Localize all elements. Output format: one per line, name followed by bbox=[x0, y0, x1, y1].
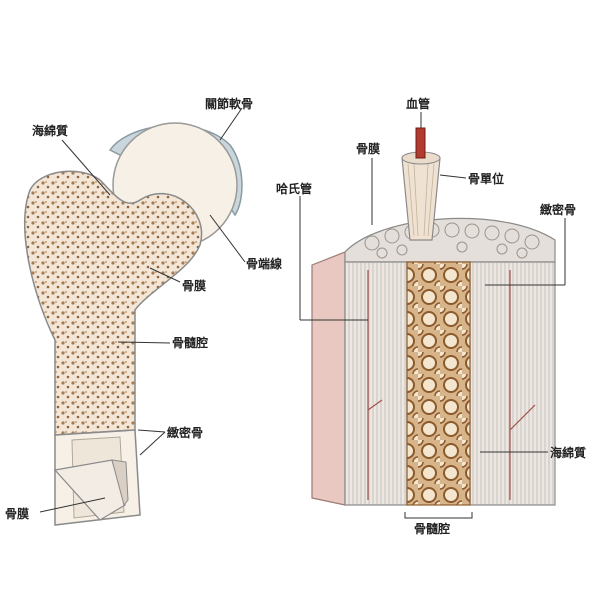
label-haversian-canal: 哈氏管 bbox=[276, 181, 312, 196]
periosteum-flap bbox=[53, 459, 126, 521]
label-compact-bone-right: 緻密骨 bbox=[540, 202, 576, 217]
femur-body-shape bbox=[24, 170, 203, 436]
section-spongy-core bbox=[406, 261, 471, 506]
right-labels: 血管 骨膜 骨單位 哈氏管 緻密骨 海綿質 骨髓腔 bbox=[276, 96, 586, 536]
femur-drawing bbox=[24, 122, 243, 526]
label-compact-bone-left: 緻密骨 bbox=[167, 425, 203, 440]
section-cortex-left bbox=[344, 261, 408, 506]
label-periosteum-right: 骨膜 bbox=[356, 141, 380, 156]
label-marrow-cavity: 骨髓腔 bbox=[172, 335, 208, 350]
label-periosteum-upper: 骨膜 bbox=[182, 278, 206, 293]
section-cortex-right bbox=[469, 261, 556, 506]
periosteum-sheet bbox=[311, 251, 346, 506]
label-blood-vessel: 血管 bbox=[406, 96, 430, 111]
section-top-surface bbox=[344, 217, 556, 263]
label-articular-cartilage: 關節軟骨 bbox=[205, 96, 253, 111]
label-spongy-bone-left: 海綿質 bbox=[32, 123, 68, 138]
osteon-cone bbox=[401, 127, 441, 241]
left-labels: 關節軟骨 海綿質 骨端線 骨膜 骨髓腔 緻密骨 骨膜 bbox=[5, 96, 282, 521]
right-leader-lines bbox=[299, 112, 566, 453]
label-spongy-bone-right: 海綿質 bbox=[550, 445, 586, 460]
label-epiphyseal-line: 骨端線 bbox=[246, 256, 282, 271]
left-leader-lines bbox=[39, 107, 246, 513]
bone-section-drawing bbox=[311, 217, 556, 519]
blood-vessel-shape bbox=[415, 127, 426, 159]
label-periosteum-lower: 骨膜 bbox=[5, 506, 29, 521]
osteon-rings-top bbox=[364, 222, 540, 259]
label-osteon: 骨單位 bbox=[468, 171, 504, 186]
label-bottom: 骨髓腔 bbox=[414, 521, 450, 536]
